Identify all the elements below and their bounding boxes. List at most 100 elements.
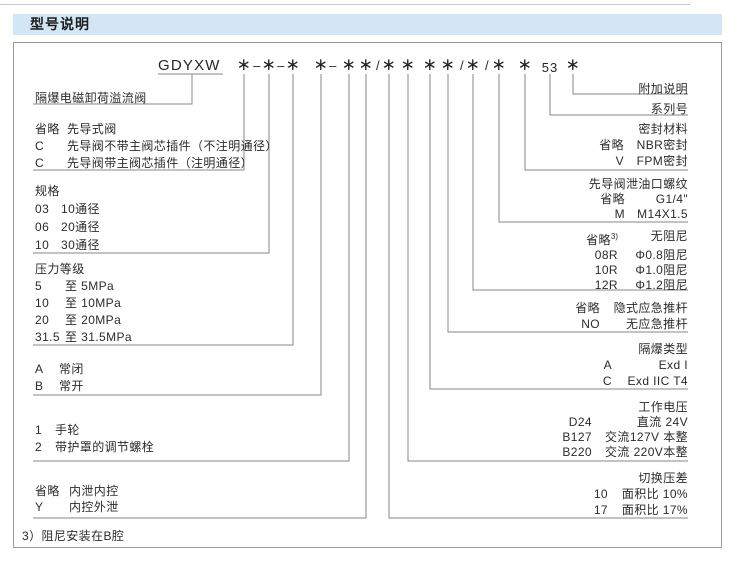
row-desc: 30通径	[61, 238, 100, 252]
group-header: 工作电压	[638, 400, 688, 414]
row-code: 12R	[594, 278, 618, 292]
connector-series	[549, 74, 688, 116]
row-code: C	[602, 374, 612, 388]
code-dash: –	[277, 58, 285, 73]
row-code: 20	[35, 313, 50, 327]
row-code: C	[35, 139, 45, 153]
connector-pilot	[33, 74, 245, 171]
code-slash: /	[459, 58, 465, 73]
row-desc: Exd IIC T4	[627, 374, 688, 388]
code-star: ∗	[236, 55, 252, 74]
row-desc: 无阻尼	[650, 229, 688, 243]
right-group-exproof: 隔爆类型 A Exd I C Exd IIC T4	[603, 341, 688, 389]
row-code: 省略	[599, 138, 624, 152]
row-desc: 内控外泄	[69, 500, 119, 514]
section-title-bar: 型号说明	[13, 14, 722, 35]
code-star: ∗	[565, 55, 581, 74]
footnote-marker: 3)	[610, 232, 618, 241]
row-code: D24	[568, 415, 592, 429]
right-group-pressure-diff: 切换压差 10 面积比 10% 17 面积比 17%	[594, 470, 688, 518]
row-desc: Φ1.0阻尼	[635, 263, 688, 277]
row-code: 1	[35, 423, 43, 437]
damping-rows: 省略3) 无阻尼 08R Φ0.8阻尼 10R Φ1.0阻尼 12R Φ1.2阻…	[586, 229, 688, 293]
connector-voltage	[407, 74, 688, 462]
connector-seal	[524, 74, 688, 171]
right-group-damping: 省略3) 无阻尼 08R Φ0.8阻尼 10R Φ1.0阻尼 12R Φ1.2阻…	[586, 229, 688, 293]
connector-valve-name	[33, 74, 193, 105]
row-desc: 带护罩的调节螺栓	[55, 440, 155, 454]
row-code: B127	[562, 430, 592, 444]
state-rows: A 常闭 B 常开	[35, 361, 84, 395]
row-code: 17	[593, 503, 608, 517]
connector-spec	[33, 74, 270, 254]
group-header: 隔爆类型	[638, 342, 688, 356]
row-code-text: 省略	[586, 233, 611, 247]
left-group-adjust: 1 手轮 2 带护罩的调节螺栓	[35, 422, 154, 456]
page-top-rule	[0, 4, 690, 5]
row-desc: Φ1.2阻尼	[635, 278, 688, 292]
row-code: 10	[593, 487, 608, 501]
row-desc: 手轮	[55, 423, 80, 437]
code-dash: –	[253, 58, 261, 73]
row-code: V	[615, 154, 624, 168]
right-group-thread: 先导阀泄油口螺纹 省略 G1/4" M M14X1.5	[589, 177, 688, 222]
row-desc: Φ0.8阻尼	[635, 248, 688, 262]
code-star: ∗	[285, 55, 301, 74]
row-desc: 直流 24V	[636, 415, 688, 429]
row-desc: 无应急推杆	[625, 317, 688, 331]
section-title: 型号说明	[30, 16, 90, 32]
row-code: M	[614, 207, 625, 221]
row-desc: 交流 220V本整	[605, 445, 688, 459]
seal-rows: 省略 NBR密封 V FPM密封	[599, 137, 688, 169]
group-header: 密封材料	[638, 122, 688, 136]
connector-pushrod	[447, 74, 688, 333]
row-desc: 隐式应急推杆	[613, 301, 688, 315]
row-desc: 先导式阀	[67, 122, 117, 136]
connector-adjust	[33, 74, 350, 462]
row-code: B	[35, 379, 44, 393]
exproof-rows: A Exd I C Exd IIC T4	[603, 357, 688, 389]
group-header: 切换压差	[638, 471, 688, 485]
pressure-diff-rows: 10 面积比 10% 17 面积比 17%	[594, 486, 688, 518]
code-star: ∗	[381, 55, 397, 74]
row-desc: Exd I	[658, 358, 688, 372]
row-desc: 至 31.5MPa	[65, 330, 132, 344]
left-group-drain: 省略 内泄内控 Y 内控外泄	[35, 483, 119, 515]
row-desc: 20通径	[61, 220, 100, 234]
code-star: ∗	[261, 55, 277, 74]
code-star: ∗	[422, 55, 438, 74]
row-code: 省略	[35, 122, 60, 136]
code-slash: /	[375, 58, 381, 73]
pushrod-rows: 省略 隐式应急推杆 NO 无应急推杆	[575, 300, 688, 332]
code-star: ∗	[517, 55, 533, 74]
row-code: 省略	[575, 301, 600, 315]
right-group-pushrod: 省略 隐式应急推杆 NO 无应急推杆	[575, 300, 688, 332]
row-desc: 先导阀不带主阀芯插件（不注明通径）	[67, 139, 278, 153]
row-code: 06	[35, 220, 50, 234]
code-star: ∗	[465, 55, 481, 74]
row-desc: 面积比 10%	[621, 487, 688, 501]
code-dash: –	[329, 58, 337, 73]
left-group-state: A 常闭 B 常开	[35, 361, 84, 395]
connector-drain	[33, 74, 367, 519]
row-code: A	[35, 362, 44, 376]
valve-name-label: 隔爆电磁卸荷溢流阀	[35, 91, 147, 105]
code-star: ∗	[440, 55, 456, 74]
row-code: 省略3)	[586, 229, 618, 248]
row-desc: NBR密封	[636, 138, 688, 152]
row-code: Y	[35, 500, 44, 514]
group-header: 先导阀泄油口螺纹	[588, 177, 688, 191]
row-desc: 内泄内控	[69, 484, 119, 498]
left-group-pilot: 省略 先导式阀 C 先导阀不带主阀芯插件（不注明通径） C 先导阀带主阀芯插件（…	[35, 121, 278, 172]
row-desc: M14X1.5	[637, 207, 688, 221]
connector-damping	[472, 74, 688, 291]
row-code: 5	[35, 279, 43, 293]
row-code: 08R	[594, 248, 618, 262]
code-series-number: 53	[541, 60, 559, 75]
right-group-seal: 密封材料 省略 NBR密封 V FPM密封	[599, 121, 688, 169]
pilot-rows: 省略 先导式阀 C 先导阀不带主阀芯插件（不注明通径） C 先导阀带主阀芯插件（…	[35, 121, 278, 172]
model-diagram-box	[13, 42, 722, 548]
row-desc: G1/4"	[655, 192, 688, 206]
adjust-rows: 1 手轮 2 带护罩的调节螺栓	[35, 422, 154, 456]
